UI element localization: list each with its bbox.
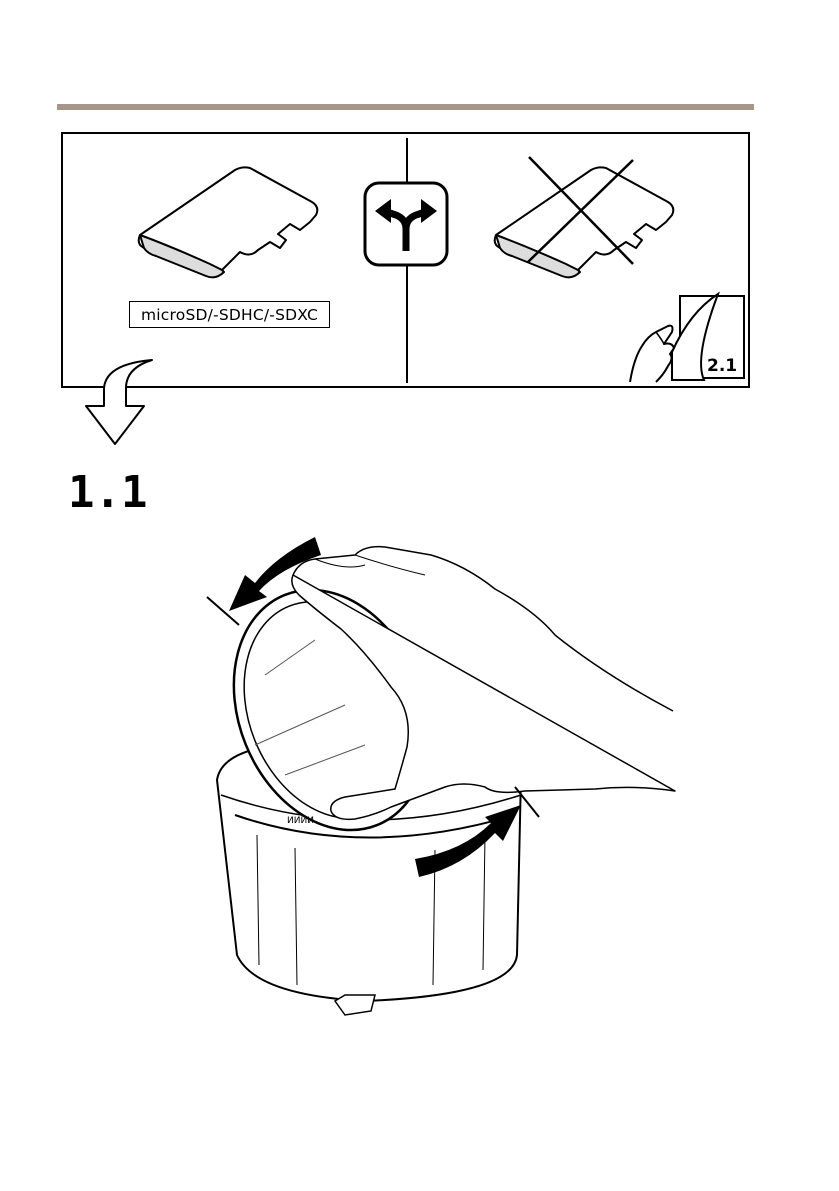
header-rule [57, 104, 754, 110]
microsd-card-icon [130, 160, 330, 280]
page-reference: 2.1 [707, 356, 737, 376]
step-number: 1.1 [68, 467, 147, 518]
down-arrow-icon [84, 358, 156, 446]
card-type-label: microSD/-SDHC/-SDXC [129, 301, 330, 328]
dome-cover-rotate-illustration: ИИИИ [195, 515, 695, 1035]
microsd-card-crossed-icon [486, 152, 686, 277]
svg-text:ИИИИ: ИИИИ [287, 816, 314, 826]
branch-arrows-icon [363, 181, 449, 267]
